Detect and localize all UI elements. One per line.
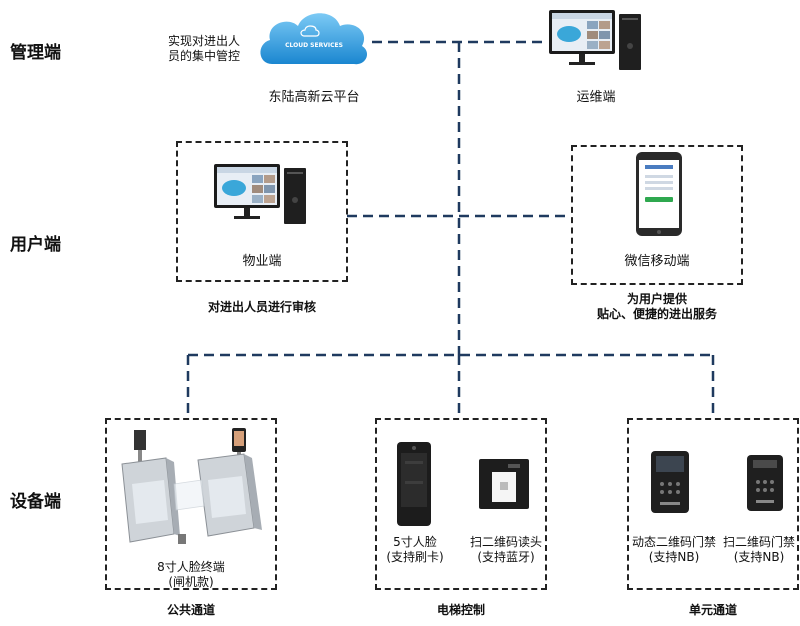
tier-device-label: 设备端 <box>10 492 61 512</box>
cloud-note-line2: 员的集中管控 <box>168 49 241 63</box>
unit-channel-box <box>627 418 799 590</box>
wechat-label: 微信移动端 <box>624 254 690 269</box>
tier-management-label: 管理端 <box>10 43 61 63</box>
wechat-note-line1: 为用户提供 <box>626 292 687 306</box>
dynamic-qr-caption: 动态二维码门禁 (支持NB) <box>629 535 719 565</box>
scan-qr-caption: 扫二维码门禁 (支持NB) <box>721 535 797 565</box>
wechat-box <box>571 145 743 285</box>
property-box <box>176 141 348 282</box>
public-channel-box <box>105 418 277 590</box>
cloud-platform-label: 东陆高新云平台 <box>268 90 360 105</box>
tier-user-label: 用户端 <box>10 235 61 255</box>
dynamic-qr-access-icon <box>650 450 690 514</box>
cloud-label: CLOUD SERVICES <box>285 42 343 49</box>
wechat-note-line2: 贴心、便捷的进出服务 <box>596 307 717 321</box>
qr-reader-icon <box>478 458 530 510</box>
dynamic-qr-caption-line2: (支持NB) <box>648 550 700 564</box>
face-caption: 5寸人脸 (支持刷卡) <box>378 535 452 565</box>
qr-reader-caption-line2: (支持蓝牙) <box>477 550 535 564</box>
ops-computer-icon <box>547 6 647 76</box>
cloud-icon: CLOUD SERVICES <box>254 4 374 74</box>
wechat-note: 为用户提供 贴心、便捷的进出服务 <box>571 292 743 322</box>
qr-reader-caption-line1: 扫二维码读头 <box>469 535 542 549</box>
face-terminal-icon <box>396 441 432 527</box>
ops-label: 运维端 <box>576 90 616 105</box>
scan-qr-caption-line1: 扫二维码门禁 <box>722 535 795 549</box>
property-label: 物业端 <box>242 254 282 269</box>
cloud-note-line1: 实现对进出人 <box>168 34 241 48</box>
turnstile-gate-icon <box>118 424 268 554</box>
unit-channel-title: 单元通道 <box>688 603 737 617</box>
face-caption-line2: (支持刷卡) <box>386 550 444 564</box>
property-computer-icon <box>212 160 312 230</box>
elevator-box <box>375 418 547 590</box>
face-caption-line1: 5寸人脸 <box>393 535 437 549</box>
public-channel-title: 公共通道 <box>166 603 215 617</box>
qr-reader-caption: 扫二维码读头 (支持蓝牙) <box>466 535 546 565</box>
terminal-caption-line2: (闸机款) <box>168 575 214 589</box>
scan-qr-caption-line2: (支持NB) <box>733 550 785 564</box>
mobile-phone-icon <box>635 151 683 237</box>
dynamic-qr-caption-line1: 动态二维码门禁 <box>631 535 716 549</box>
terminal-caption: 8寸人脸终端 (闸机款) <box>105 560 277 590</box>
cloud-note: 实现对进出人 员的集中管控 <box>168 34 240 64</box>
terminal-caption-line1: 8寸人脸终端 <box>157 560 225 574</box>
elevator-title: 电梯控制 <box>436 603 485 617</box>
scan-qr-access-icon <box>746 454 784 512</box>
property-note: 对进出人员进行审核 <box>207 300 316 314</box>
